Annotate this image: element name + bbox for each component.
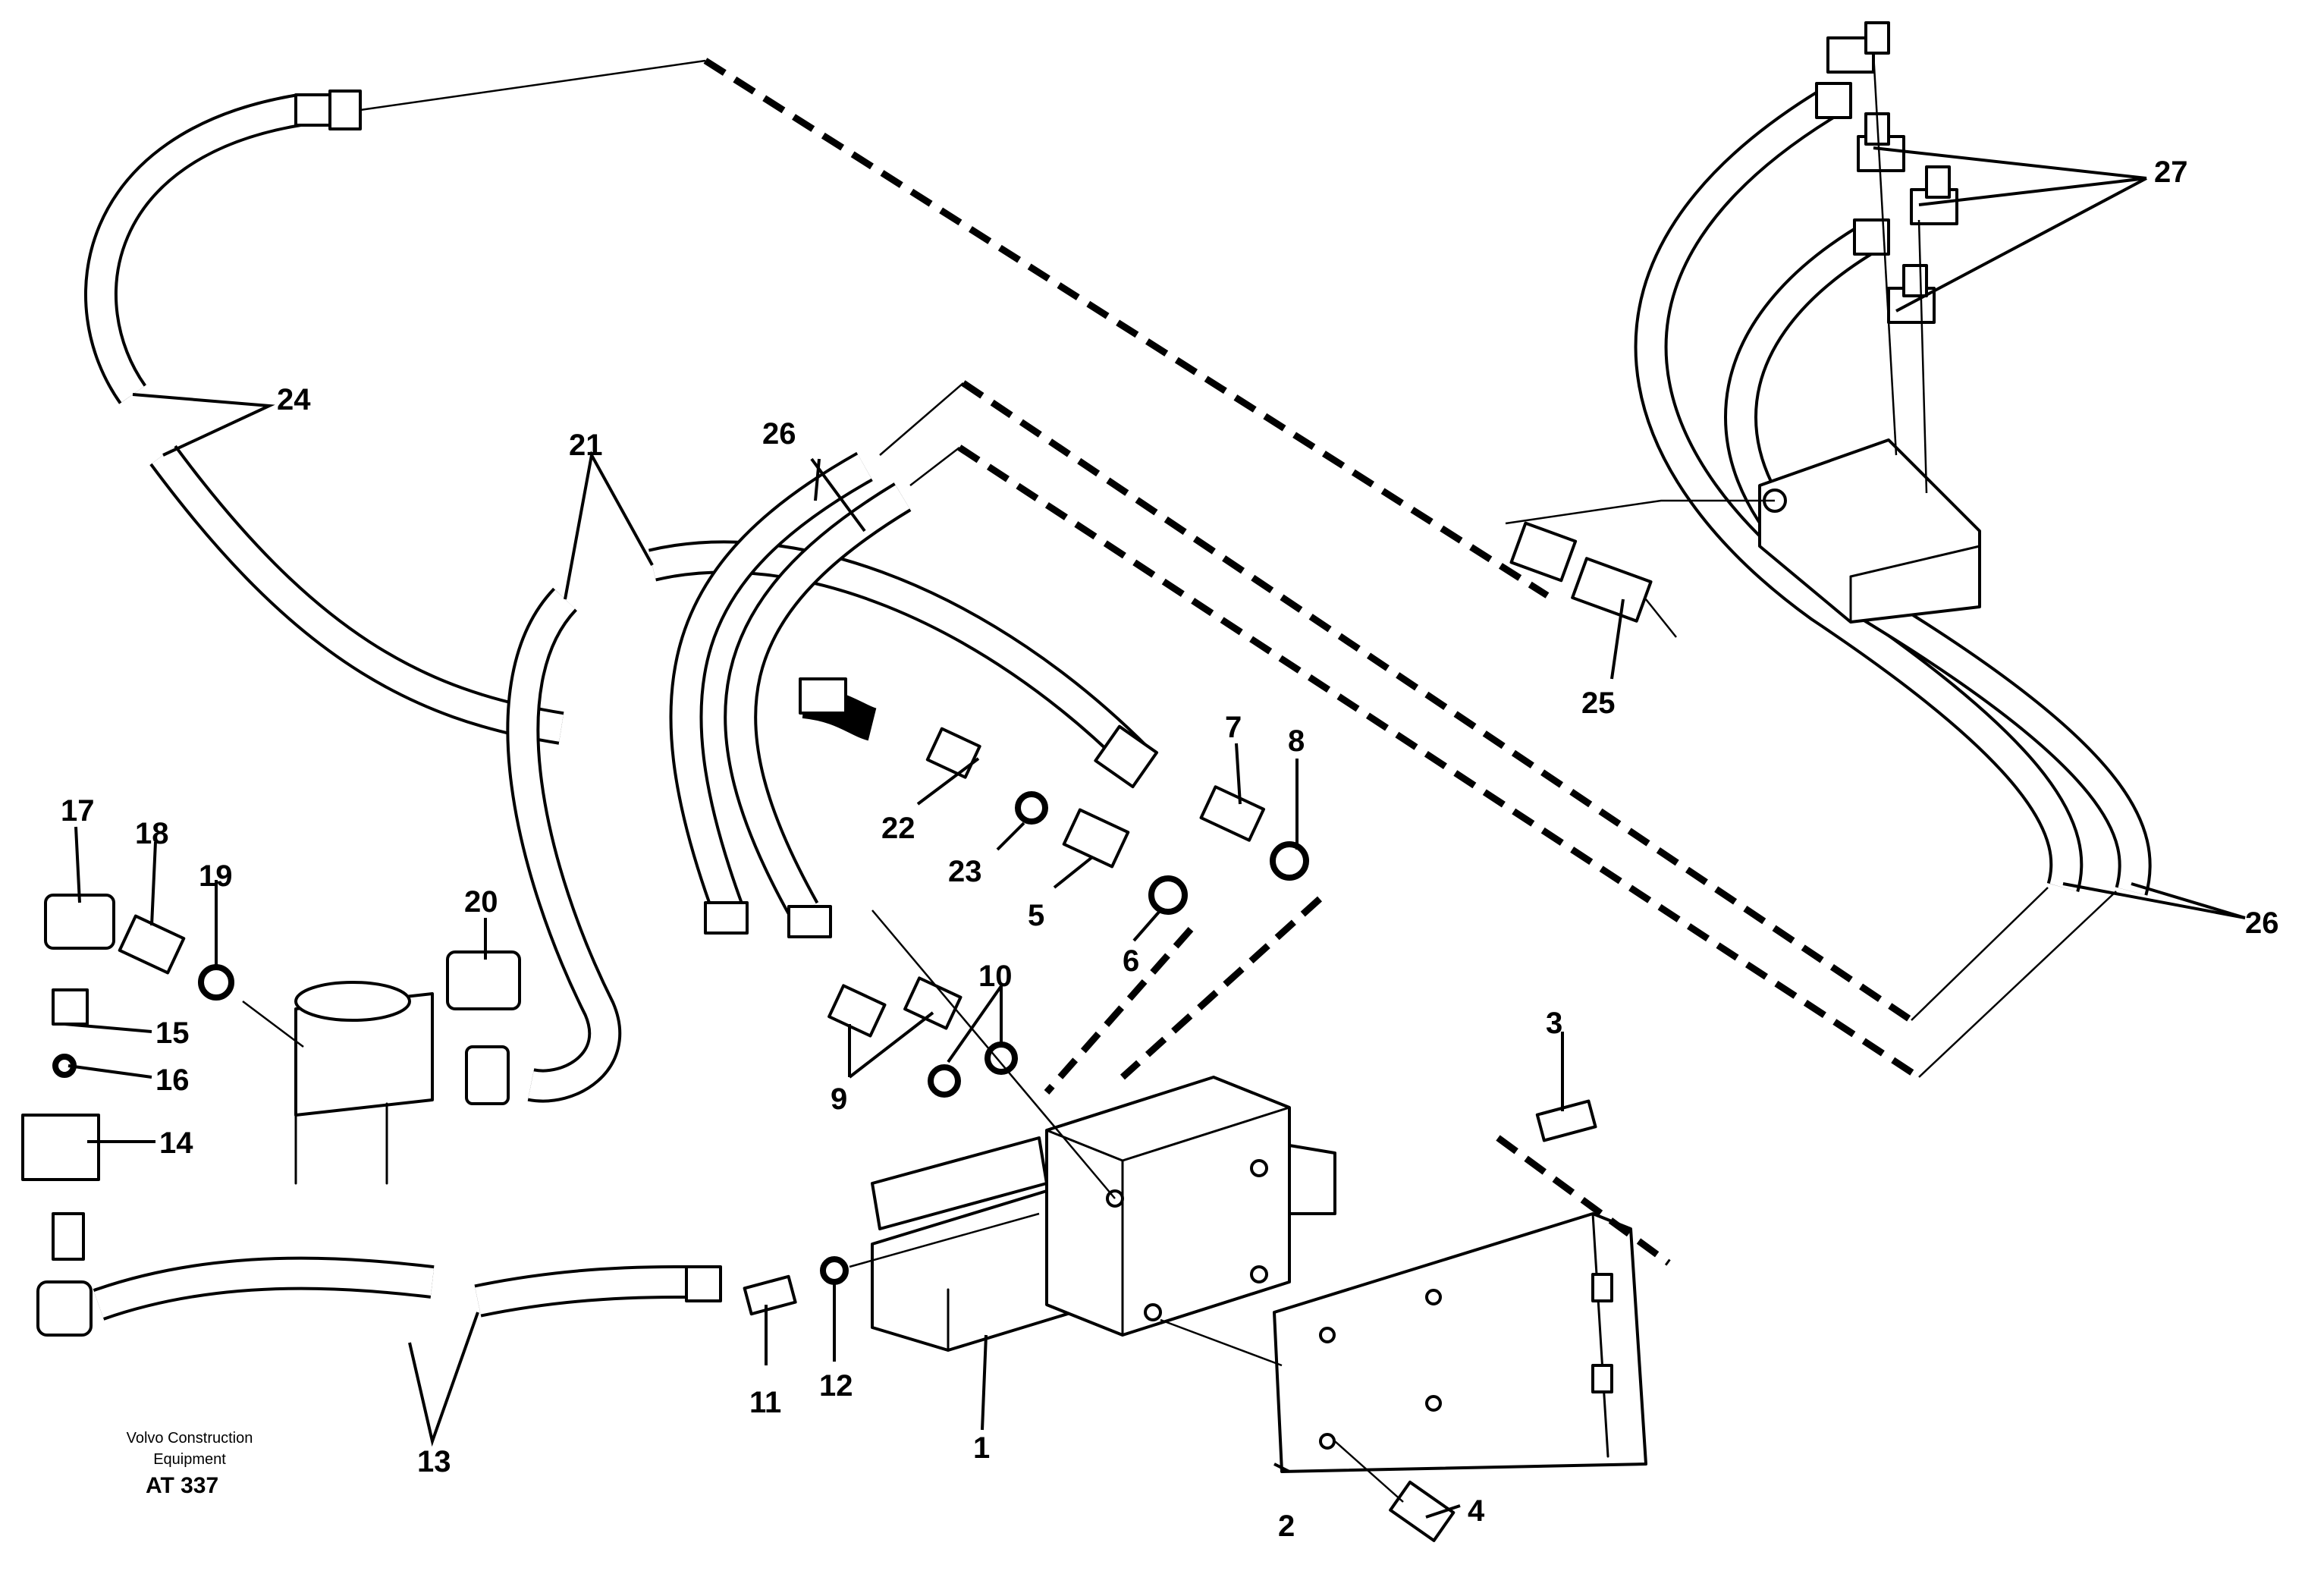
hoses-26-left bbox=[669, 451, 912, 938]
part-labels: 1 2 3 4 5 6 7 8 9 10 11 12 13 14 15 16 1… bbox=[61, 156, 2279, 1543]
brand-line-1: Volvo Construction bbox=[127, 1430, 253, 1447]
label-7: 7 bbox=[1225, 711, 1242, 744]
hoses-26-right bbox=[1634, 82, 2152, 896]
label-11: 11 bbox=[749, 1386, 781, 1419]
hose-24 bbox=[83, 59, 706, 745]
thin-lines bbox=[242, 52, 2117, 1503]
label-19: 19 bbox=[199, 859, 233, 893]
label-18: 18 bbox=[135, 817, 169, 850]
leader-lines bbox=[64, 146, 2246, 1519]
label-25: 25 bbox=[1581, 686, 1616, 720]
label-13: 13 bbox=[417, 1445, 451, 1478]
solenoid-coil bbox=[294, 981, 434, 1185]
valve-block-1 bbox=[871, 1076, 1336, 1352]
hose-13 bbox=[36, 1256, 722, 1337]
label-14: 14 bbox=[159, 1126, 193, 1160]
label-8: 8 bbox=[1288, 724, 1305, 758]
label-16: 16 bbox=[155, 1063, 190, 1097]
label-21: 21 bbox=[569, 429, 603, 462]
label-10: 10 bbox=[978, 960, 1013, 993]
hose-21 bbox=[506, 540, 1159, 1103]
label-20: 20 bbox=[464, 885, 498, 919]
label-26-left: 26 bbox=[762, 417, 796, 451]
label-26-right: 26 bbox=[2245, 906, 2279, 940]
brand-line-2: Equipment bbox=[153, 1451, 226, 1468]
label-4: 4 bbox=[1468, 1494, 1485, 1528]
drawing-footer: Volvo Construction Equipment AT 337 bbox=[127, 1430, 253, 1498]
label-6: 6 bbox=[1123, 944, 1139, 978]
valve-housing-right bbox=[1758, 438, 1981, 624]
bracket-2 bbox=[1273, 1212, 1647, 1473]
dashed-assembly-lines bbox=[703, 58, 1921, 1266]
label-23: 23 bbox=[948, 855, 982, 888]
label-24: 24 bbox=[277, 383, 311, 416]
label-12: 12 bbox=[819, 1369, 853, 1403]
label-15: 15 bbox=[155, 1016, 190, 1050]
label-22: 22 bbox=[881, 812, 915, 845]
label-1: 1 bbox=[973, 1431, 990, 1465]
label-17: 17 bbox=[61, 794, 95, 828]
drawing-code: AT 337 bbox=[146, 1473, 218, 1498]
label-9: 9 bbox=[831, 1082, 847, 1116]
label-5: 5 bbox=[1028, 899, 1044, 932]
label-27: 27 bbox=[2154, 156, 2188, 189]
label-3: 3 bbox=[1546, 1007, 1562, 1040]
label-2: 2 bbox=[1278, 1510, 1295, 1543]
